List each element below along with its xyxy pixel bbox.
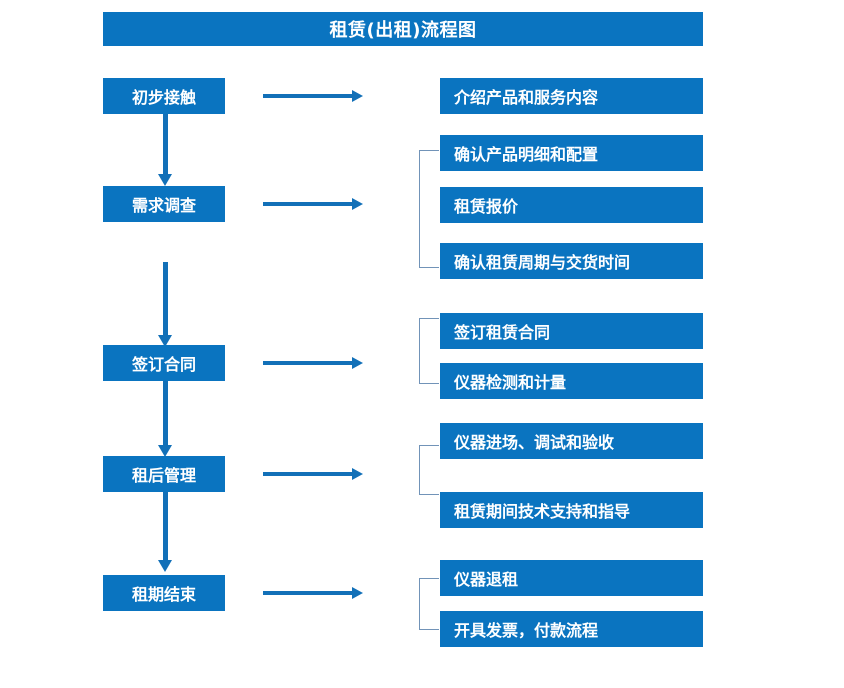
detail-node-3-1[interactable]: 签订租赁合同 [440,313,703,349]
stage-node-5[interactable]: 租期结束 [103,575,225,611]
arrow-down-2 [158,262,172,347]
detail-node-5-1[interactable]: 仪器退租 [440,560,703,596]
arrow-shaft [263,472,353,476]
arrow-down-1 [158,114,172,186]
group-bracket-2 [419,150,439,268]
arrow-down-4 [158,492,172,572]
detail-node-2-2[interactable]: 租赁报价 [440,187,703,223]
arrow-head-icon [352,357,363,369]
detail-node-1-1[interactable]: 介绍产品和服务内容 [440,78,703,114]
arrow-shaft [163,381,168,445]
group-bracket-4 [419,445,439,495]
arrow-right-3 [263,357,363,369]
arrow-head-icon [158,560,172,572]
arrow-head-icon [158,335,172,347]
arrow-head-icon [352,468,363,480]
detail-node-2-3[interactable]: 确认租赁周期与交货时间 [440,243,703,279]
detail-node-4-1[interactable]: 仪器进场、调试和验收 [440,423,703,459]
stage-node-2[interactable]: 需求调查 [103,186,225,222]
arrow-head-icon [158,445,172,457]
group-bracket-3 [419,318,439,384]
arrow-shaft [163,262,168,335]
arrow-shaft [263,361,353,365]
arrow-head-icon [352,198,363,210]
arrow-head-icon [352,587,363,599]
arrow-head-icon [352,90,363,102]
arrow-right-1 [263,90,363,102]
group-bracket-5 [419,578,439,630]
arrow-right-5 [263,587,363,599]
arrow-head-icon [158,174,172,186]
arrow-right-2 [263,198,363,210]
arrow-shaft [163,492,168,560]
detail-node-4-2[interactable]: 租赁期间技术支持和指导 [440,492,703,528]
arrow-right-4 [263,468,363,480]
diagram-title: 租赁(出租)流程图 [103,12,703,46]
stage-node-3[interactable]: 签订合同 [103,345,225,381]
arrow-shaft [263,202,353,206]
detail-node-2-1[interactable]: 确认产品明细和配置 [440,135,703,171]
detail-node-5-2[interactable]: 开具发票，付款流程 [440,611,703,647]
arrow-down-3 [158,381,172,457]
arrow-shaft [263,94,353,98]
detail-node-3-2[interactable]: 仪器检测和计量 [440,363,703,399]
stage-node-4[interactable]: 租后管理 [103,456,225,492]
stage-node-1[interactable]: 初步接触 [103,78,225,114]
arrow-shaft [163,114,168,174]
arrow-shaft [263,591,353,595]
